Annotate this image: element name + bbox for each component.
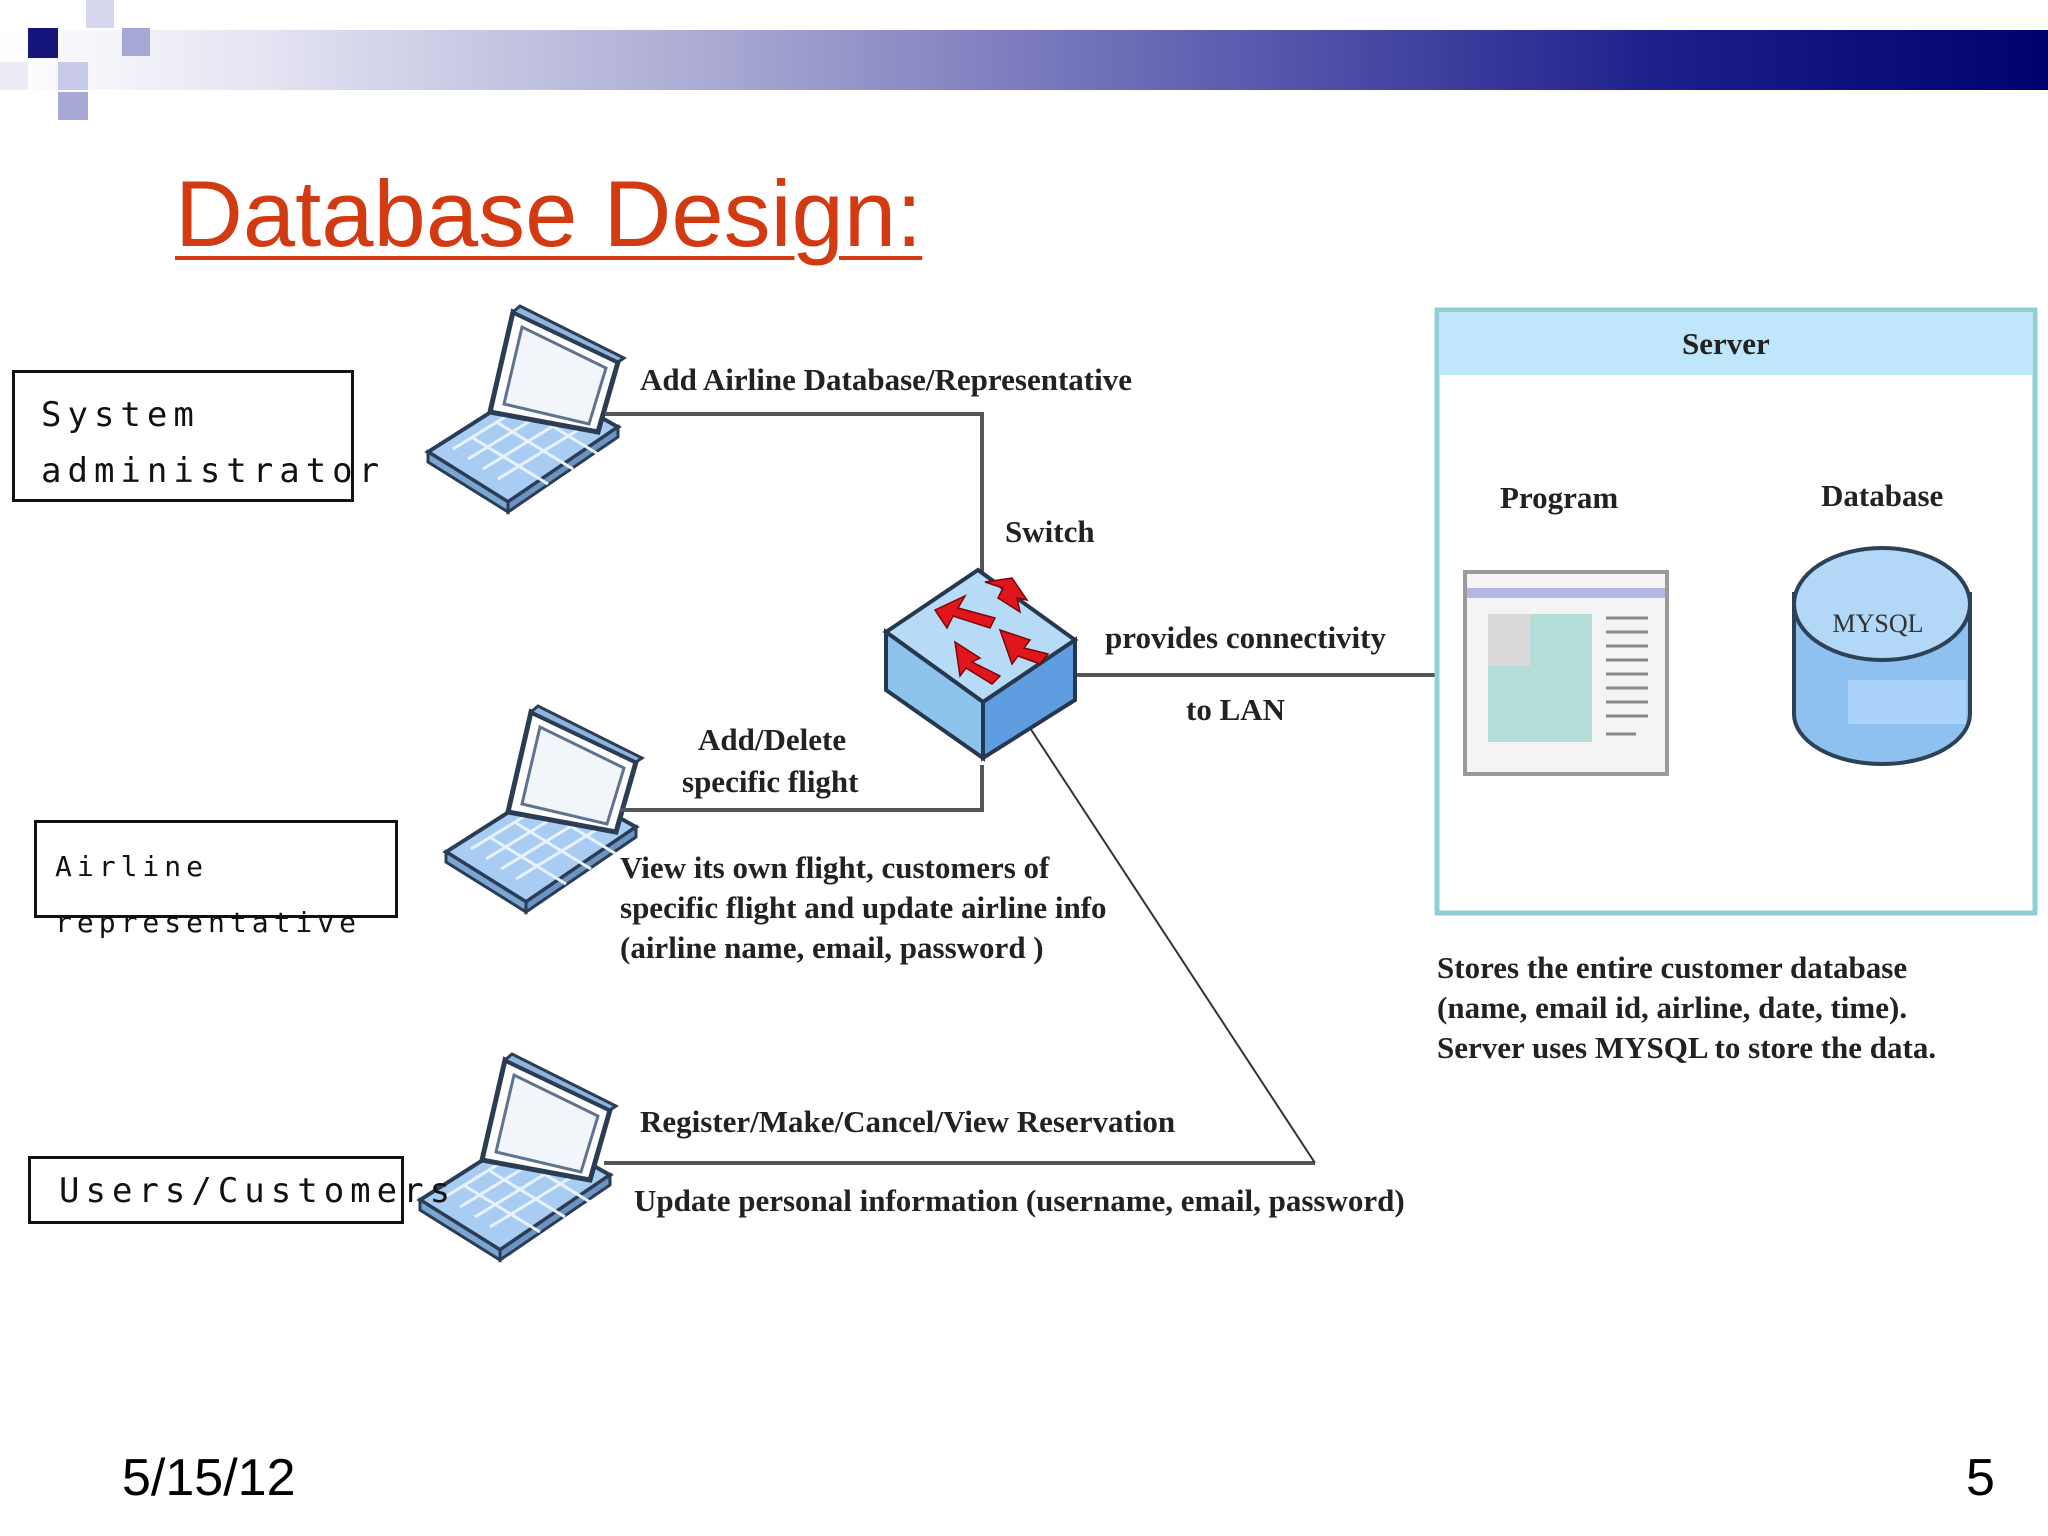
lan-label-line2: to LAN: [1186, 692, 1286, 727]
laptop-icon: [446, 706, 642, 912]
lan-label-line1: provides connectivity: [1105, 620, 1386, 655]
switch-label: Switch: [1005, 514, 1095, 549]
slide-date: 5/15/12: [122, 1449, 296, 1507]
header-square: [0, 62, 28, 90]
role-box-users: Users/Customers: [28, 1156, 450, 1224]
user-update-label: Update personal information (username, e…: [634, 1183, 1405, 1218]
server-description: Stores the entire customer database (nam…: [1437, 948, 1936, 1068]
server-desc-line3: Server uses MYSQL to store the data.: [1437, 1030, 1937, 1065]
role-label-admin-line1: System: [41, 395, 200, 435]
laptop-icon: [428, 306, 624, 512]
connector-diagonal: [1029, 727, 1316, 1164]
slide-number: 5: [1966, 1449, 1995, 1507]
header-square: [28, 28, 58, 58]
header-gradient-band: [0, 30, 2048, 90]
header-square: [58, 92, 88, 120]
database-cylinder-icon: MYSQL: [1792, 546, 1972, 766]
program-label: Program: [1500, 480, 1619, 515]
laptop-icon: [420, 1054, 616, 1260]
rep-action-label-line1: Add/Delete: [698, 722, 847, 757]
admin-action-label: Add Airline Database/Representative: [640, 362, 1132, 397]
user-action-label: Register/Make/Cancel/View Reservation: [640, 1104, 1176, 1139]
role-box-system-admin: System administrator: [12, 370, 379, 502]
server-title: Server: [1682, 326, 1770, 361]
role-box-airline-rep: Airline representative: [34, 820, 398, 939]
rep-view-line3: (airline name, email, password ): [620, 930, 1044, 965]
connector-lines: [604, 412, 1465, 1165]
server-desc-line1: Stores the entire customer database: [1437, 950, 1908, 985]
rep-view-line2: specific flight and update airline info: [620, 890, 1107, 925]
header-square: [86, 0, 114, 28]
header-square: [58, 62, 88, 90]
rep-view-description: View its own flight, customers of specif…: [620, 848, 1107, 968]
rep-action-label-line2: specific flight: [682, 764, 859, 799]
role-label-users: Users/Customers: [59, 1171, 457, 1211]
page-title: Database Design:: [175, 161, 923, 266]
database-label: Database: [1821, 478, 1944, 513]
db-engine-label: MYSQL: [1832, 609, 1923, 638]
role-label-admin-line2: administrator: [41, 451, 386, 491]
rep-view-line1: View its own flight, customers of: [620, 850, 1050, 885]
server-desc-line2: (name, email id, airline, date, time).: [1437, 990, 1908, 1025]
program-window-icon: [1463, 570, 1669, 776]
header-square: [122, 28, 150, 56]
role-label-airline-rep: Airline representative: [55, 850, 362, 939]
network-switch-icon: [882, 567, 1079, 762]
